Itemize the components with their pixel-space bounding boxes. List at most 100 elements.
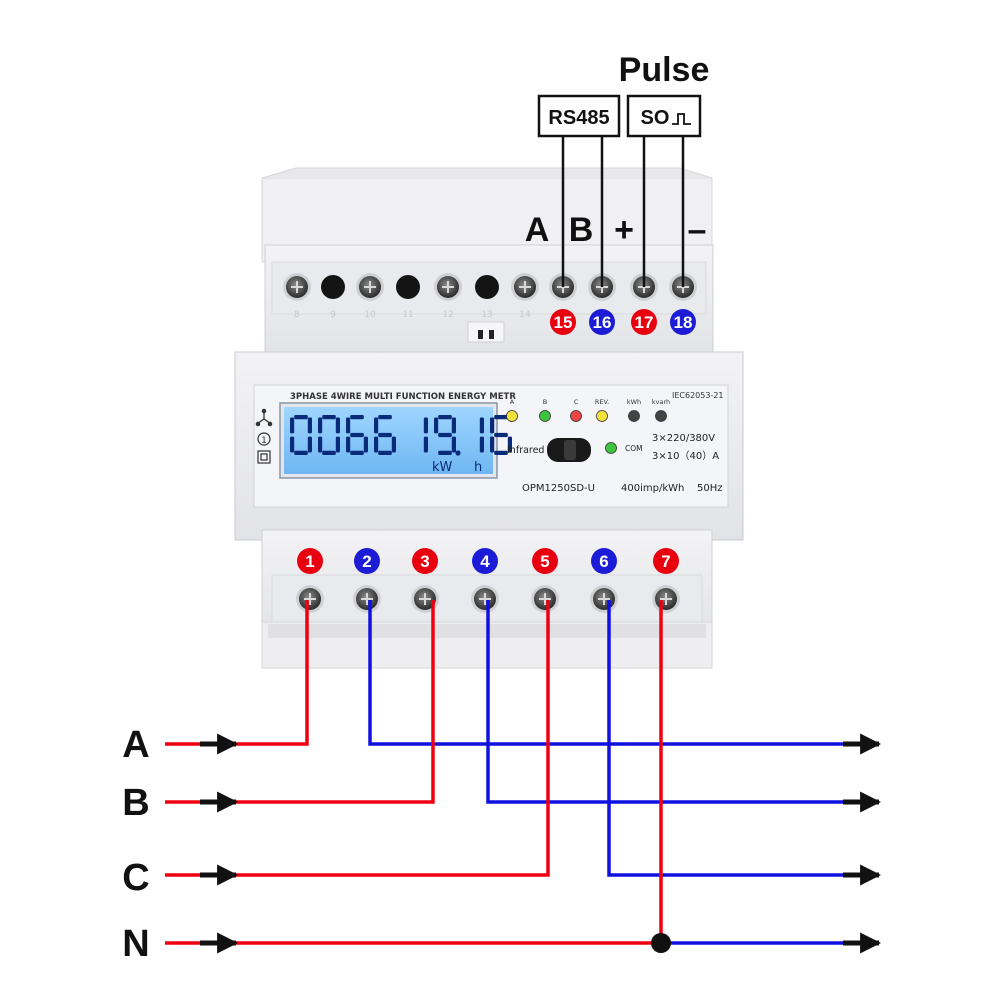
lcd-digits (290, 415, 512, 456)
segment-a (322, 415, 336, 420)
segment-e (346, 436, 351, 453)
lower-screw-1[interactable] (296, 585, 324, 613)
terminal-badge-17-circle (631, 309, 657, 335)
lcd-digit-1 (318, 415, 340, 455)
class-one-icon: 1 (257, 432, 271, 446)
terminal-badge-16: 16 (589, 309, 615, 335)
frequency-label: 50Hz (697, 483, 723, 494)
segment-g (378, 432, 392, 438)
voltage-spec: 3×220/380V (652, 433, 715, 444)
constant-label: 400imp/kWh (621, 483, 684, 494)
com-label: COM (625, 444, 643, 453)
current-spec: 3×10（40）A (652, 450, 719, 462)
lcd-digit-3 (374, 415, 396, 455)
segment-c (391, 436, 396, 453)
line-label-a: A (122, 724, 149, 766)
segment-b (335, 417, 340, 434)
infrared-label: Infrared (507, 445, 544, 456)
lcd-digit-4 (423, 417, 428, 453)
terminal-badge-6-number: 6 (599, 552, 608, 571)
flow-arrows (200, 733, 882, 954)
segment-f (490, 417, 495, 434)
segment-e (490, 436, 495, 453)
terminal-badge-16-number: 16 (593, 313, 612, 332)
led-1 (539, 410, 551, 422)
model-label: OPM1250SD-U (522, 483, 595, 494)
lcd-digit-0 (290, 415, 312, 455)
faint-number-11: 11 (402, 310, 413, 320)
faint-number-12: 12 (442, 310, 453, 320)
upper-screw-8[interactable] (283, 273, 311, 301)
segment-a (294, 415, 308, 420)
lower-screw-2[interactable] (353, 585, 381, 613)
terminal-badge-1-circle (297, 548, 323, 574)
lower-screw-3[interactable] (411, 585, 439, 613)
led-label-0: A (510, 398, 515, 406)
wire-b-out (486, 600, 875, 804)
lower-screw-4[interactable] (471, 585, 499, 613)
segment-b (307, 417, 312, 434)
segment-f (374, 417, 379, 434)
segment-b (423, 417, 428, 434)
terminal-badge-7-circle (653, 548, 679, 574)
segment-c (507, 436, 512, 453)
line-label-n: N (122, 923, 149, 965)
segment-c (307, 436, 312, 453)
segment-f (434, 417, 439, 434)
wire-c-out (607, 600, 875, 877)
upper-screw-10[interactable] (356, 273, 384, 301)
upper-screw-12[interactable] (434, 273, 462, 301)
empty-terminal-9 (321, 275, 345, 299)
terminal-badge-3: 3 (412, 548, 438, 574)
faint-number-9: 9 (330, 310, 336, 320)
terminal-badge-15-circle (550, 309, 576, 335)
double-insulation-icon (257, 450, 271, 464)
lower-screw-7[interactable] (652, 585, 680, 613)
terminal-badge-5-number: 5 (540, 552, 549, 571)
faint-number-8: 8 (294, 310, 300, 320)
rs485-box: RS485 (537, 94, 621, 138)
line-label-b: B (122, 782, 149, 824)
segment-e (374, 436, 379, 453)
lower-screw-6[interactable] (590, 585, 618, 613)
signal-wires (561, 136, 685, 287)
terminal-letter-3: – (688, 211, 707, 249)
led-0 (506, 410, 518, 422)
pulse-label: Pulse (619, 51, 710, 89)
terminal-badge-4-number: 4 (480, 552, 490, 571)
wye-connection-icon (255, 408, 273, 427)
lcd-digit-2 (346, 415, 368, 455)
segment-e (318, 436, 323, 453)
meter-standard: IEC62053-21 (672, 391, 724, 400)
so-box: SO (626, 94, 702, 138)
latch-slot-left (478, 330, 483, 339)
upper-screw-14[interactable] (511, 273, 539, 301)
terminal-badge-18: 18 (670, 309, 696, 335)
terminal-badge-15-number: 15 (554, 313, 573, 332)
segment-d (294, 450, 308, 455)
terminal-badge-1: 1 (297, 548, 323, 574)
terminal-badge-2: 2 (354, 548, 380, 574)
lcd-display: kW h (279, 402, 512, 479)
led-4 (628, 410, 640, 422)
led-label-1: B (543, 398, 547, 406)
wire-c-in (165, 600, 550, 877)
com-led (605, 442, 617, 454)
segment-g (494, 432, 508, 438)
pulse-wave-icon (672, 113, 691, 125)
led-label-5: kvarh (652, 398, 670, 406)
lcd-digit-7 (490, 415, 512, 455)
terminal-badge-17-number: 17 (635, 313, 654, 332)
lower-screw-5[interactable] (531, 585, 559, 613)
segment-f (346, 417, 351, 434)
lcd-decimal-point (455, 450, 461, 456)
rs485-label: RS485 (548, 107, 609, 129)
segment-d (350, 450, 364, 455)
terminal-badge-3-circle (412, 548, 438, 574)
terminal-badge-18-number: 18 (674, 313, 693, 332)
segment-f (290, 417, 295, 434)
